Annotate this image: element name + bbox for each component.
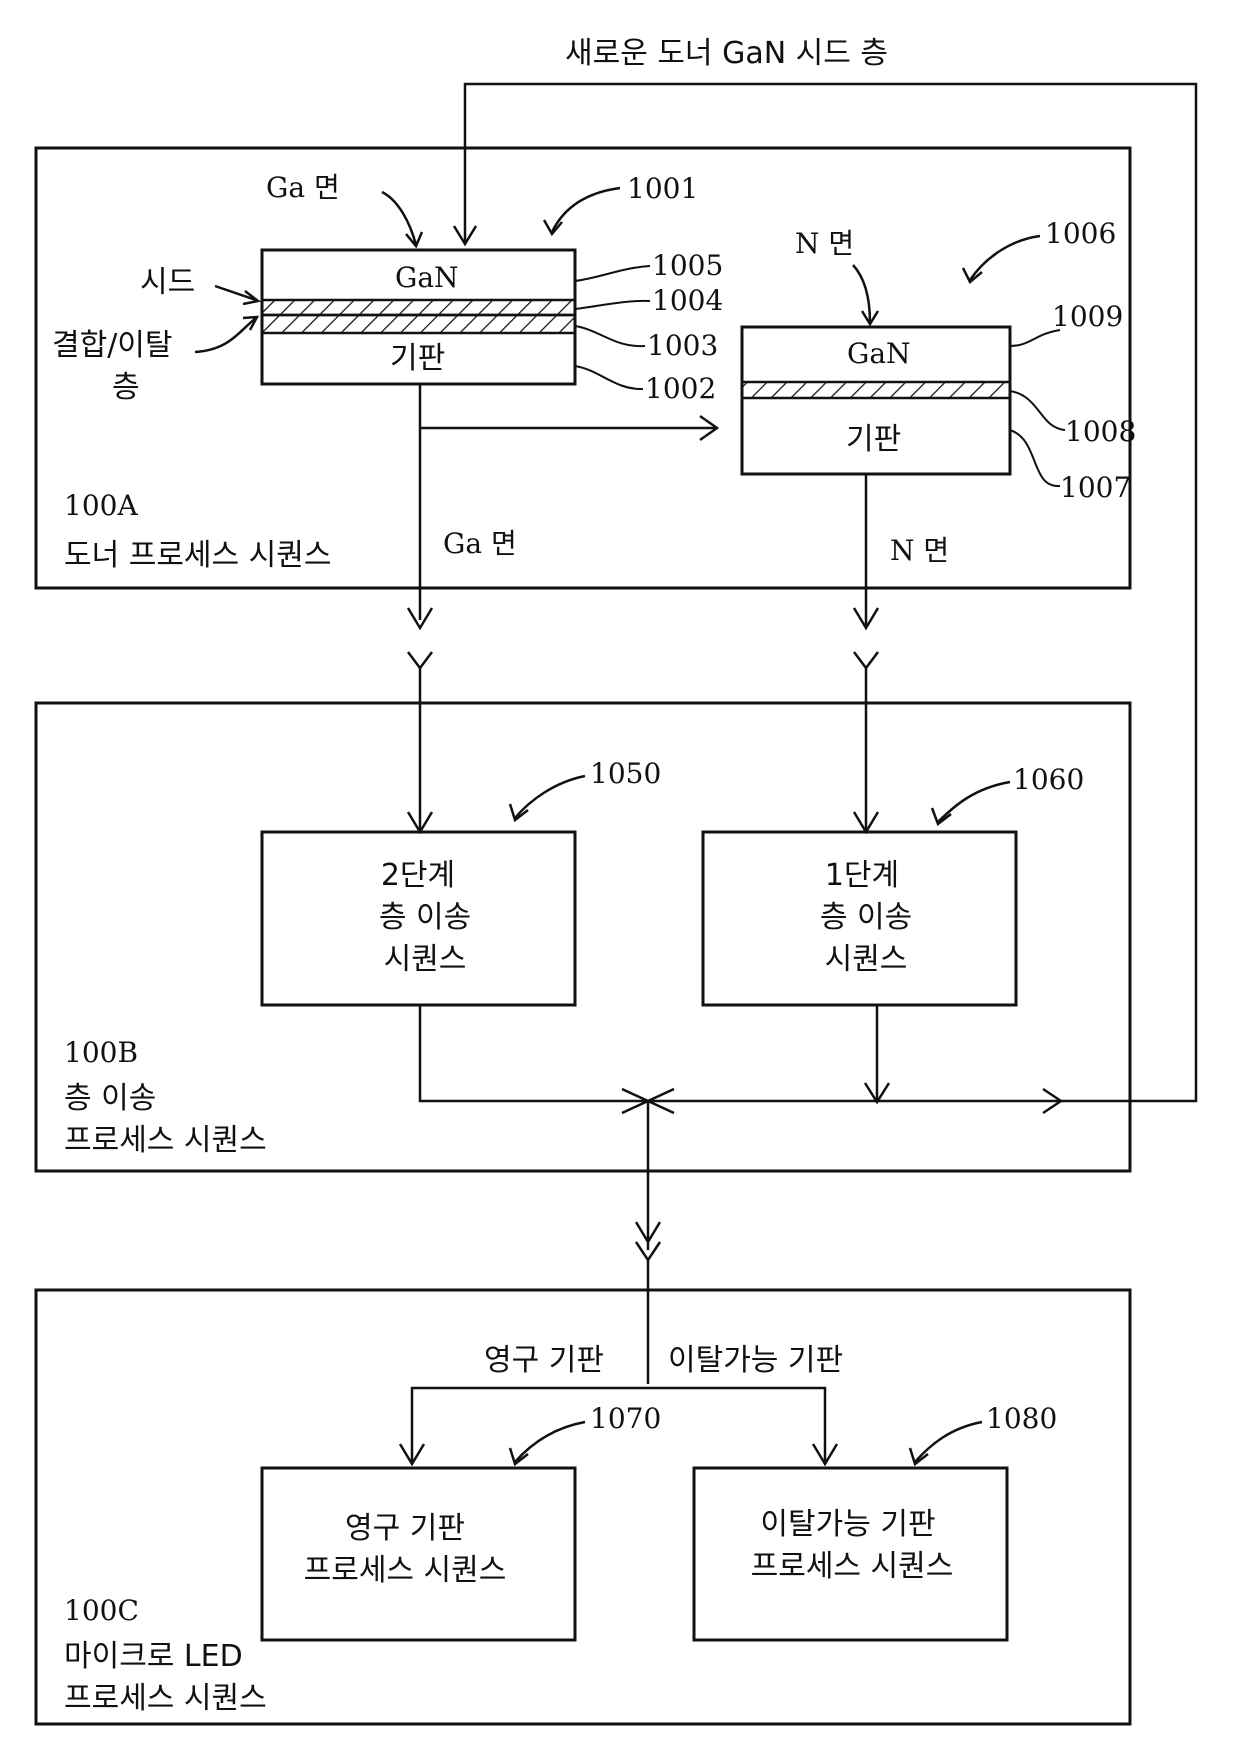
box-1060-line1: 1단계 — [825, 858, 899, 893]
bond-pointer — [195, 318, 256, 352]
ref-1060: 1060 — [1013, 763, 1084, 796]
section-c-id: 100C — [64, 1594, 139, 1627]
ref-1070: 1070 — [590, 1402, 661, 1435]
bond-release-layer-1003 — [262, 315, 575, 333]
ref-1008: 1008 — [1065, 415, 1136, 448]
seed-pointer — [215, 286, 256, 300]
section-b-title-line1: 층 이송 — [64, 1081, 156, 1116]
pointer-arrowhead-1060 — [932, 808, 951, 824]
ga-face-bottom-label: Ga 면 — [443, 527, 517, 560]
box-1050-line2: 층 이송 — [379, 900, 471, 935]
ref-1002: 1002 — [645, 372, 716, 405]
pointer-arrow-1001 — [552, 188, 620, 232]
seed-layer-1004 — [262, 300, 575, 315]
section-c-title-line1: 마이크로 LED — [64, 1639, 243, 1674]
box-1070-line1: 영구 기판 — [345, 1511, 465, 1546]
ref-1005: 1005 — [652, 249, 723, 282]
stack-1006-gan-label: GaN — [847, 337, 911, 370]
ref-1050: 1050 — [590, 757, 661, 790]
ga-fork-symbol — [408, 652, 432, 668]
box-1060-line2: 층 이송 — [820, 900, 912, 935]
leader-1002 — [575, 366, 643, 389]
ref-1009: 1009 — [1052, 300, 1123, 333]
box-1080-line2: 프로세스 시퀀스 — [751, 1549, 954, 1584]
pointer-arrowhead-1001 — [544, 220, 562, 234]
n-face-top-label: N 면 — [795, 227, 854, 260]
leader-1009 — [1010, 330, 1060, 346]
leader-1008 — [1010, 391, 1065, 430]
ref-1080: 1080 — [986, 1402, 1057, 1435]
ref-1004: 1004 — [652, 284, 723, 317]
section-b-id: 100B — [64, 1036, 138, 1069]
ga-face-pointer — [382, 192, 416, 245]
leader-1003 — [575, 326, 645, 346]
ref-1003: 1003 — [647, 329, 718, 362]
ref-1001: 1001 — [627, 172, 698, 205]
ref-1007: 1007 — [1060, 471, 1131, 504]
box-1070-line2: 프로세스 시퀀스 — [304, 1553, 507, 1588]
leader-1005 — [575, 266, 650, 281]
stack-1001-substrate-label: 기판 — [390, 341, 445, 376]
section-c-title-line2: 프로세스 시퀀스 — [64, 1681, 267, 1716]
leader-1004 — [575, 301, 650, 309]
stack-1001-gan-label: GaN — [395, 261, 459, 294]
section-b-title-line2: 프로세스 시퀀스 — [64, 1123, 267, 1158]
stack-1006: GaN 기판 — [742, 327, 1010, 474]
box-1060-line3: 시퀀스 — [825, 942, 908, 977]
n-face-bottom-label: N 면 — [890, 534, 949, 567]
ref-1006: 1006 — [1045, 217, 1116, 250]
box-1050-line3: 시퀀스 — [384, 942, 467, 977]
n-fork-symbol — [854, 652, 878, 668]
section-a-title: 도너 프로세스 시퀀스 — [64, 538, 331, 573]
new-seed-label: 새로운 도너 GaN 시드 층 — [565, 36, 888, 71]
ga-face-top-label: Ga 면 — [266, 171, 340, 204]
bond-release-label-line1: 결합/이탈 — [52, 328, 173, 363]
merge-line — [420, 1005, 1060, 1101]
section-a-id: 100A — [64, 489, 138, 522]
leader-1007 — [1010, 430, 1060, 486]
seed-label: 시드 — [140, 265, 195, 300]
box-1050-line1: 2단계 — [381, 858, 455, 893]
box-1080-line1: 이탈가능 기판 — [760, 1507, 935, 1542]
releasable-substrate-label: 이탈가능 기판 — [668, 1343, 843, 1378]
bond-release-label-line2: 층 — [112, 370, 140, 405]
bond-layer-1008 — [742, 382, 1010, 398]
n-face-pointer — [853, 265, 870, 323]
stack-1006-substrate-label: 기판 — [846, 422, 901, 457]
stack-1001: GaN 기판 — [262, 250, 575, 384]
permanent-substrate-label: 영구 기판 — [484, 1343, 604, 1378]
